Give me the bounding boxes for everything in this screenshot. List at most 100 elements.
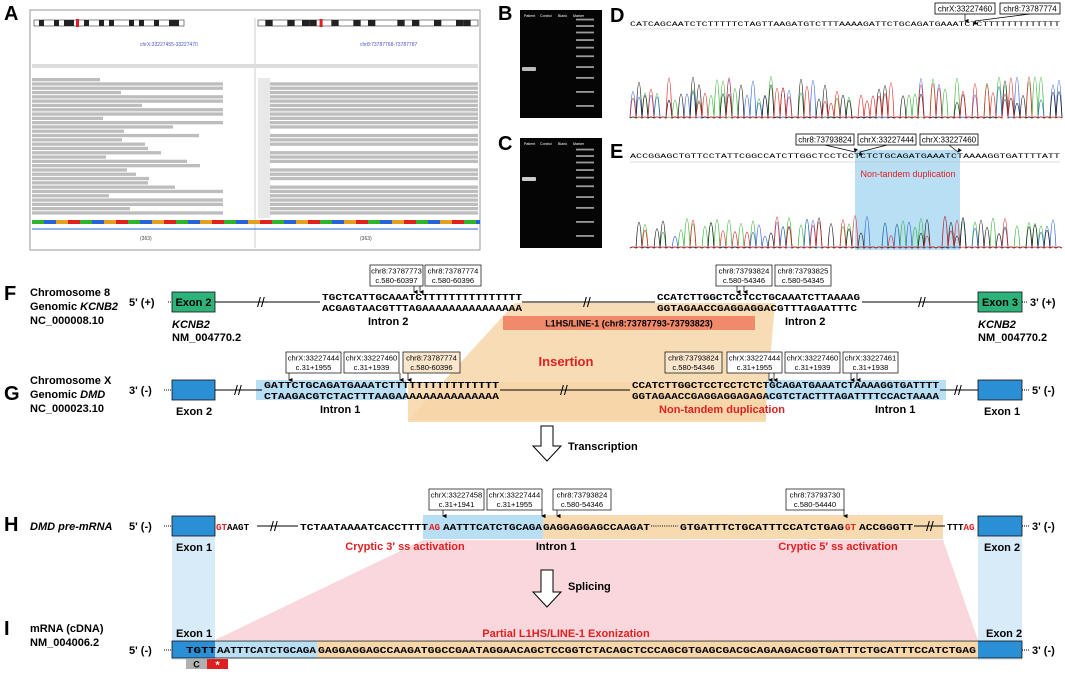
breakpoint-boxes: chrX:33227444c.31+1955chrX:33227460c.31+… <box>285 351 899 383</box>
seq-run: TGTT <box>186 645 217 656</box>
chrom-label: Chromosome X <box>30 375 112 387</box>
insertion-label: Insertion <box>539 354 594 369</box>
svg-text://: // <box>583 294 591 310</box>
preMRNA-blue <box>423 515 543 539</box>
breakpoint-box <box>343 351 400 374</box>
strand-label: 5' (-) <box>129 645 152 657</box>
exonization-projection <box>215 540 978 640</box>
breakpoint-coord: chrX:33227460 <box>346 354 398 363</box>
break-mark: // <box>257 294 265 310</box>
base-calls: CATCAGCAATCTCTTTTTCTAGTTAAGATGTCTTTAAAAG… <box>630 21 1060 28</box>
patient-band <box>522 177 536 181</box>
panel-b: B Patient Control Blank Marker <box>498 3 602 118</box>
breakpoint-box <box>285 351 342 374</box>
gene-name: KCNB2 <box>978 319 1016 331</box>
svg-text://: // <box>560 382 568 398</box>
title: DMD pre-mRNA <box>30 521 113 533</box>
read-alignments <box>32 78 478 218</box>
left-scale: (363) <box>140 236 152 242</box>
exon-label: Exon 2 <box>175 297 211 309</box>
transcript-id: NM_004770.2 <box>978 332 1047 344</box>
title: mRNA (cDNA) <box>30 623 104 635</box>
breakpoint-hgvs: c.580-54345 <box>782 276 824 285</box>
donor: GT <box>845 522 857 533</box>
breakpoint-box <box>842 351 899 374</box>
breakpoint-coord: chrX:33227461 <box>845 354 897 363</box>
svg-text://: // <box>926 518 934 534</box>
breakpoint-label: chr8:73787774 <box>1003 5 1057 14</box>
exon-label: Exon 1 <box>984 406 1020 418</box>
lane-label: Patient <box>524 14 535 18</box>
breakpoint-hgvs: c.580-54346 <box>723 276 765 285</box>
seq-run: ACCGGGTT <box>859 522 914 533</box>
exon-label: Exon 1 <box>176 628 212 640</box>
breakpoint-hgvs: c.31+1941 <box>439 500 475 509</box>
panel-letter: H <box>4 514 18 536</box>
seq-run: GAGGAGGAGCCAAGAT <box>543 522 651 533</box>
sequence-bottom: ACGAGTAACGTTTAGAAAAAAAAAAAAAAA <box>322 303 523 314</box>
lane-label: Blank <box>558 142 567 146</box>
transcription-arrow: Transcription <box>531 425 638 462</box>
reference-sequence-track <box>32 220 480 230</box>
patient-band <box>522 67 536 71</box>
breakpoint-coord: chrX:33227458 <box>431 491 483 500</box>
base-calls: ACCGGAGCTGTTCCTATTCGGCCATCTTGGCTCCTCCTCT… <box>630 153 1060 160</box>
strand-label: 5' (+) <box>129 297 155 309</box>
right-locus-label: chr8:73787768-73787787 <box>360 42 417 48</box>
panel-letter: C <box>498 133 512 155</box>
accession: NM_004006.2 <box>30 637 99 649</box>
exon-2-box <box>171 379 216 401</box>
breakpoint-coord: chrX:33227444 <box>288 354 340 363</box>
splicing-arrow: Splicing <box>531 569 611 608</box>
acceptor: AG <box>429 522 441 533</box>
breakpoint-hgvs: c.580-60396 <box>410 363 452 372</box>
breakpoint-box <box>726 351 783 374</box>
exon-1-box <box>172 641 215 658</box>
sequence-top: CCATCTTGGCTCCTCCTGCAAATCTTAAAAG <box>657 292 861 303</box>
strand-label: 5' (-) <box>1032 385 1055 397</box>
lane-label: Patient <box>524 142 535 146</box>
svg-text:C: C <box>193 660 200 670</box>
intron-label: Intron 1 <box>536 541 576 553</box>
breakpoint-hgvs: c.580-60397 <box>375 276 417 285</box>
duplication-label: Non-tandem duplication <box>659 404 785 416</box>
exon1-projection <box>172 520 215 660</box>
exon-1-box <box>977 379 1023 401</box>
sequence-bottom: GGTAGAACCGAGGAGGAGAGACGTCTACTTTAGATTTTCC… <box>632 391 940 402</box>
exon-1-box <box>171 515 216 537</box>
panel-letter: G <box>4 383 20 405</box>
breakpoint-coord: chr8:73787774 <box>428 267 479 276</box>
breakpoint-label: chrX:33227444 <box>860 136 915 145</box>
duplication-label: Non-tandem duplication <box>860 169 955 179</box>
breakpoint-box <box>774 264 832 287</box>
exon-label: Exon 3 <box>982 297 1018 309</box>
breakpoint-hgvs: c.31+1938 <box>853 363 889 372</box>
intron-label: Intron 1 <box>320 404 360 416</box>
lane-label: Blank <box>558 14 567 18</box>
breakpoint-coord: chr8:73793824 <box>719 267 770 276</box>
panel-d: D chrX:33227460 chr8:73787774 CATCAGCAAT… <box>610 2 1063 119</box>
breakpoint-coord: chr8:73793824 <box>668 354 719 363</box>
gene-label: Genomic DMD <box>30 389 105 401</box>
svg-text:Splicing: Splicing <box>568 581 611 593</box>
seq-run: TTTAG <box>947 522 975 533</box>
breakpoint-coord: chr8:73793730 <box>790 491 841 500</box>
breakpoint-box <box>428 488 485 511</box>
panel-g: G Chromosome X Genomic DMD NC_000023.10 … <box>4 351 1055 418</box>
cryptic-5-label: Cryptic 5′ ss activation <box>778 541 898 553</box>
breakpoint-hgvs: c.31+1955 <box>497 500 533 509</box>
sequence-bottom: GGTAGAACCGAGGAGGACGTTTAGAATTTC <box>657 303 858 314</box>
strand-label: 3' (+) <box>1030 297 1056 309</box>
panel-letter: A <box>4 3 18 25</box>
panel-a: A chrX:33227455-33227470 chr8:73787768-7… <box>4 3 481 251</box>
line1-label: L1HS/LINE-1 (chr8:73787793-73793823) <box>545 319 713 329</box>
svg-text://: // <box>954 382 962 398</box>
marker-ladder <box>576 18 594 107</box>
lane-label: Marker <box>573 14 585 18</box>
coverage-track <box>32 64 478 68</box>
accession: NC_000008.10 <box>30 315 104 327</box>
seq-run: AATTTCATCTGCAGA <box>443 522 543 533</box>
breakpoint-coord: chrX:33227444 <box>729 354 781 363</box>
breakpoint-hgvs: c.580-54440 <box>794 500 836 509</box>
